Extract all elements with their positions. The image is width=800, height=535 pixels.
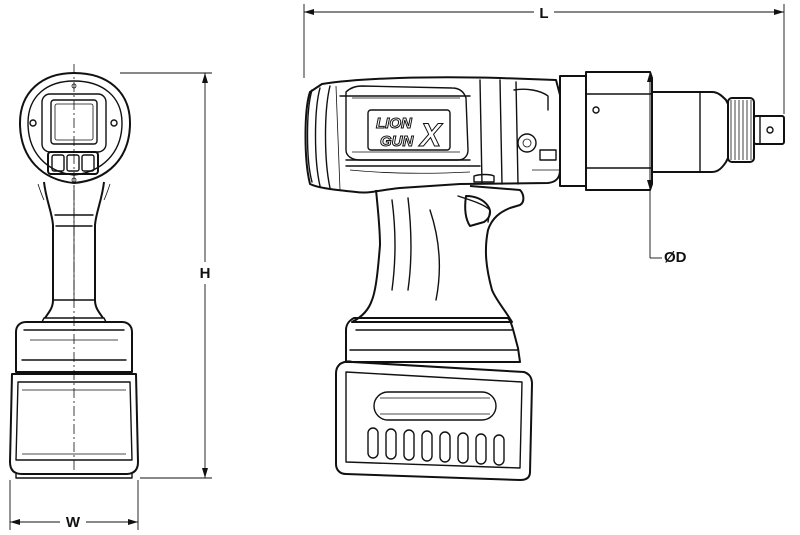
length-dimension [303, 2, 785, 114]
height-label: H [200, 265, 211, 282]
side-view [304, 71, 785, 481]
length-label: L [539, 5, 548, 22]
front-view [9, 64, 139, 479]
diameter-dimension [647, 72, 662, 259]
brand-logo: LION GUN X [376, 115, 444, 154]
diameter-label: ØD [664, 249, 687, 266]
width-dimension [9, 480, 139, 532]
knurl-lines [730, 100, 752, 160]
logo-line2: GUN [380, 133, 415, 150]
logo-line1: LION [376, 115, 413, 132]
height-dimension [120, 72, 214, 479]
logo-mark: X [418, 117, 443, 153]
width-label: W [66, 514, 81, 531]
battery-ribs [367, 427, 505, 466]
